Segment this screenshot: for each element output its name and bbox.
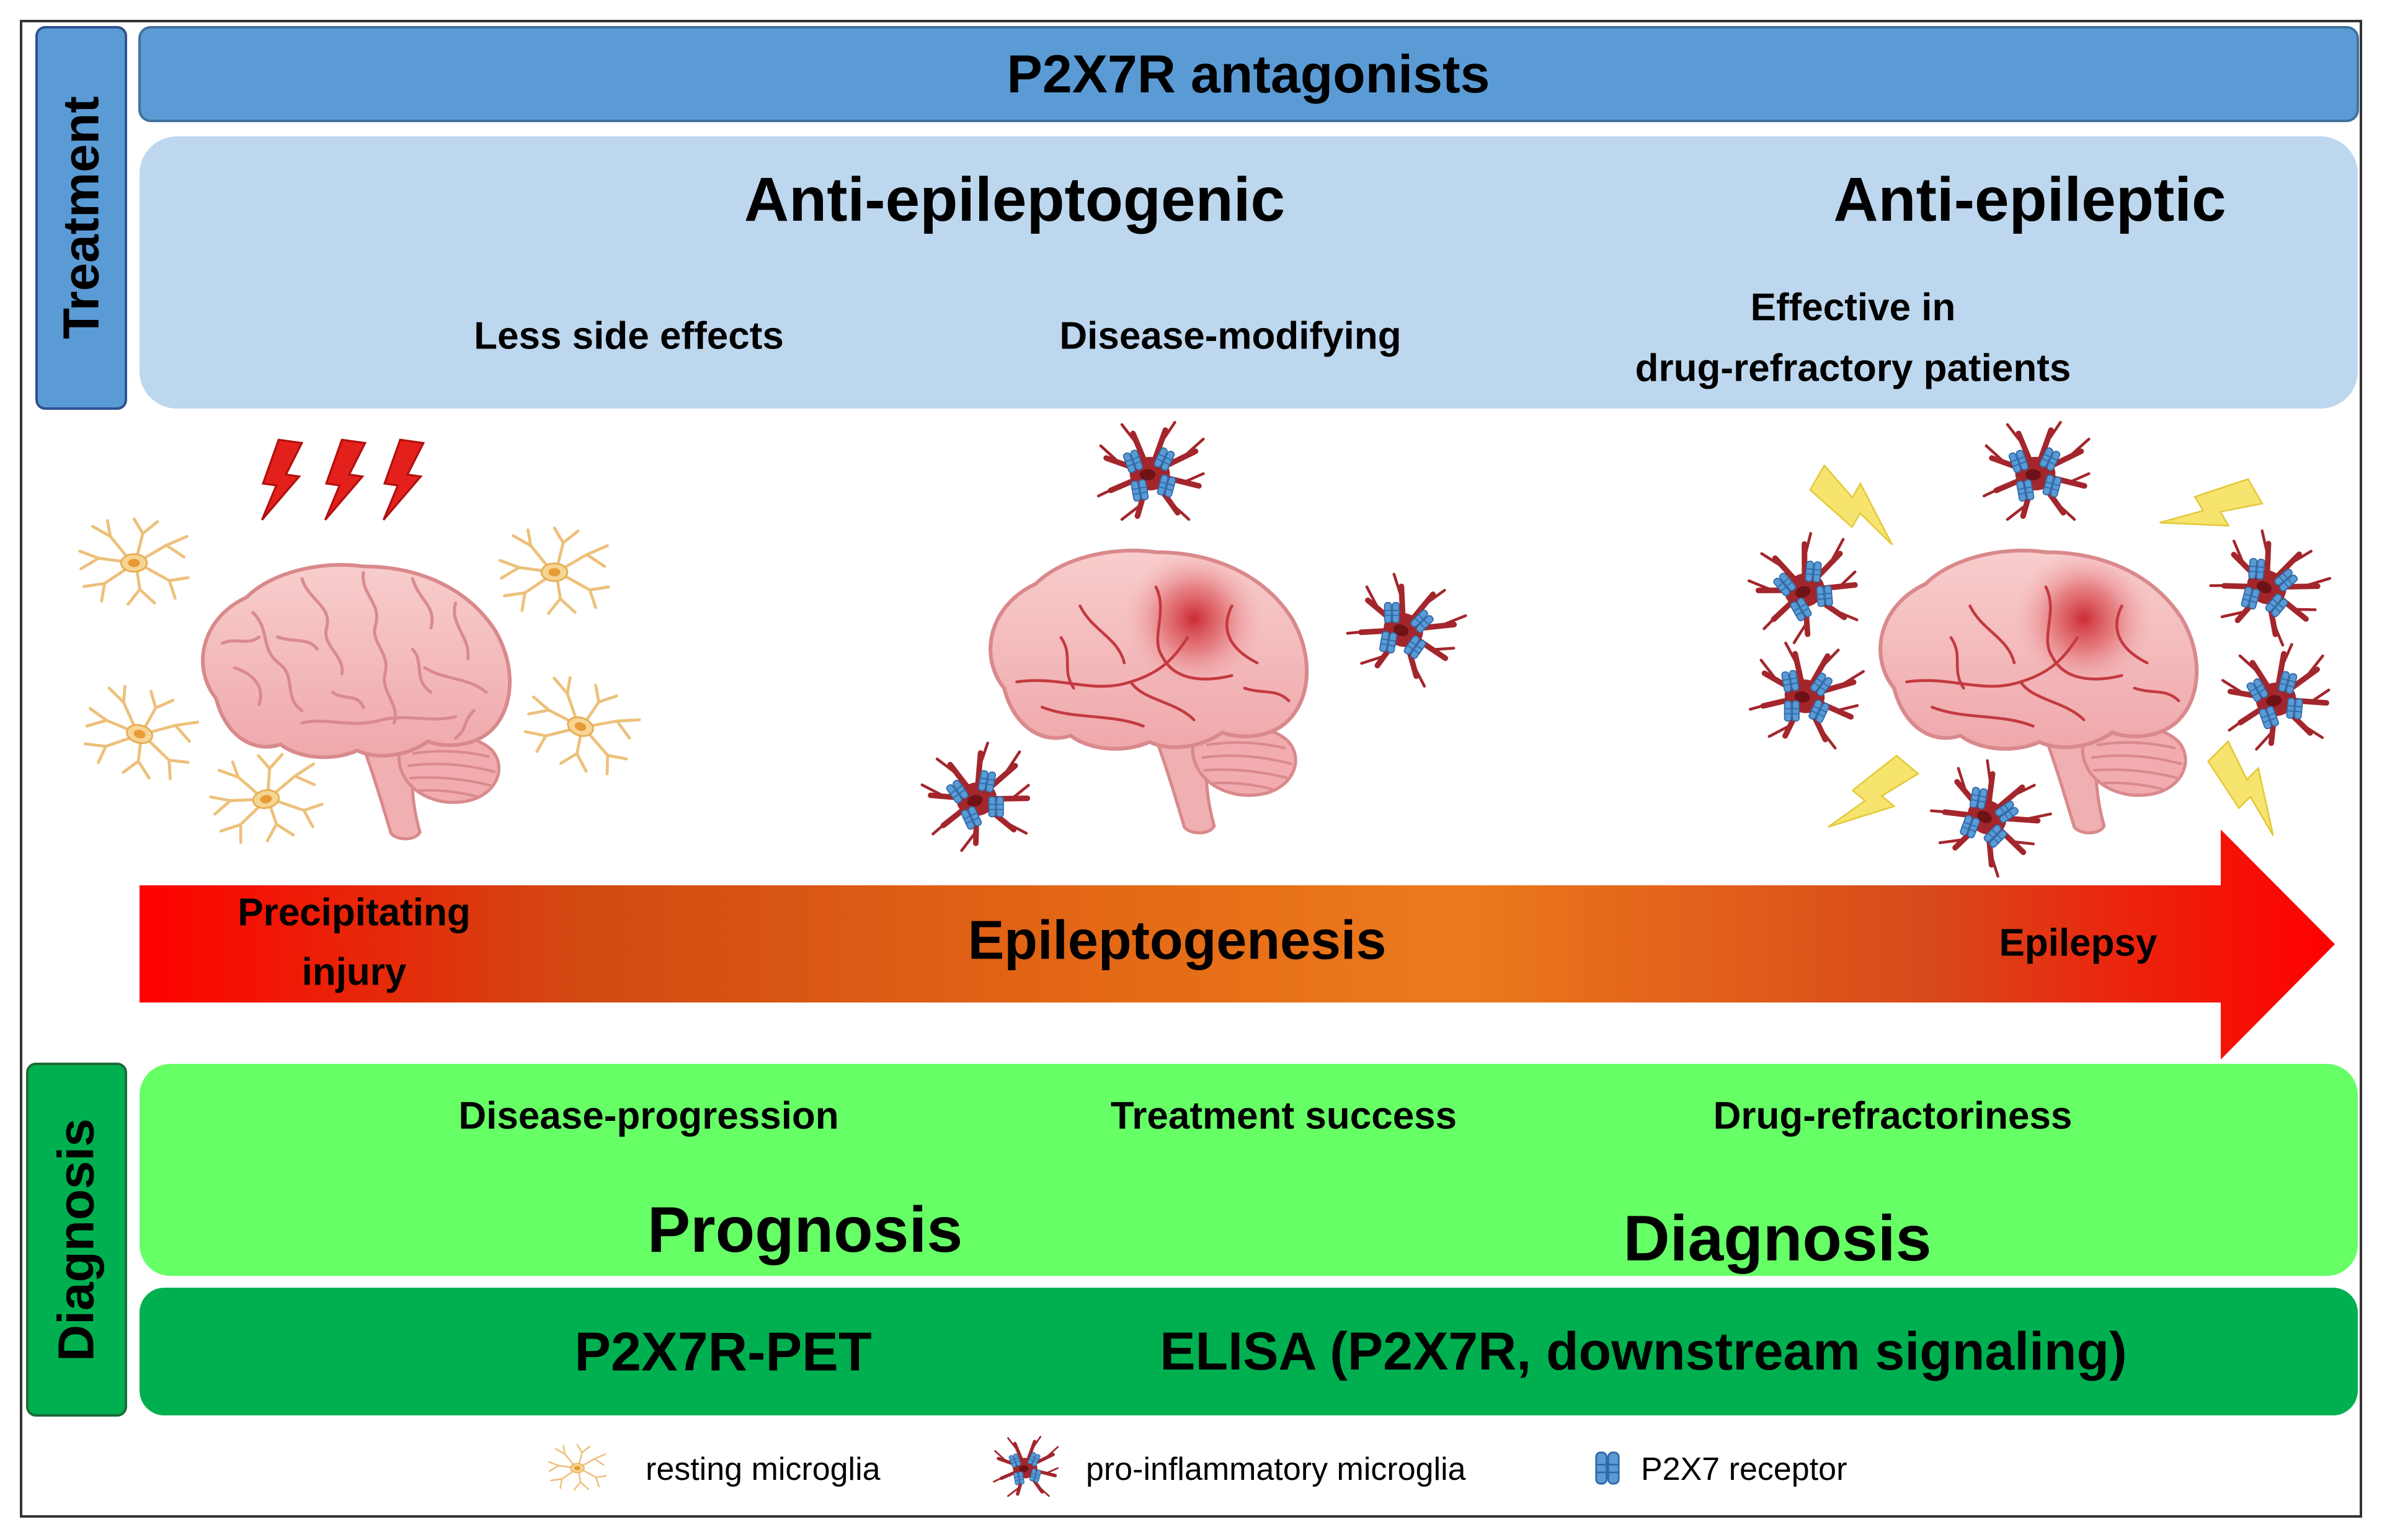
yellow-lightning-icon bbox=[1823, 747, 1921, 852]
p2x7r-pet-label: P2X7R-PET bbox=[574, 1321, 871, 1383]
pro-inflammatory-microglia-icon bbox=[1984, 422, 2089, 520]
p2x7-receptor-icon bbox=[1594, 1451, 1621, 1485]
effective-in-label: Effective in bbox=[1751, 286, 1956, 329]
diagnosis-side-label: Diagnosis bbox=[48, 1118, 105, 1361]
disease-progression-label: Disease-progression bbox=[458, 1095, 838, 1138]
timeline-arrow-shape bbox=[140, 830, 2335, 1060]
anti-epileptic-heading: Anti-epileptic bbox=[1833, 165, 2226, 234]
diagnosis-markers-panel bbox=[140, 1064, 2358, 1276]
resting-microglia-icon bbox=[205, 746, 327, 849]
resting-microglia-icon bbox=[76, 678, 203, 788]
pro-inflammatory-microglia-icon bbox=[2216, 639, 2337, 753]
inflamed-brain-icon bbox=[990, 549, 1307, 833]
yellow-lightning-icon bbox=[2156, 468, 2265, 556]
prognosis-heading: Prognosis bbox=[647, 1194, 963, 1266]
red-lightning-icon bbox=[320, 437, 368, 526]
drug-refractory-patients-label: drug-refractory patients bbox=[1635, 347, 2071, 390]
legend-label-pro-inflammatory-microglia: pro-inflammatory microglia bbox=[1086, 1451, 1466, 1487]
treatment-banner bbox=[138, 26, 2359, 122]
epilepsy-label: Epilepsy bbox=[1999, 922, 2158, 965]
treatment-banner-label: P2X7R antagonists bbox=[1007, 45, 1490, 104]
resting-microglia-icon bbox=[515, 666, 646, 784]
treatment-side-tab bbox=[35, 26, 127, 410]
disease-modifying-label: Disease-modifying bbox=[1059, 315, 1401, 358]
diagnosis-heading: Diagnosis bbox=[1624, 1203, 1932, 1275]
pro-inflammatory-microglia-icon bbox=[1739, 524, 1871, 651]
pro-inflammatory-microglia-icon bbox=[1340, 564, 1472, 691]
legend: resting microglia pro-inflammatory micro… bbox=[548, 1436, 1847, 1496]
treatment-success-label: Treatment success bbox=[1111, 1095, 1457, 1138]
epileptogenesis-label: Epileptogenesis bbox=[968, 909, 1387, 971]
pro-inflammatory-microglia-icon bbox=[2201, 519, 2337, 651]
pro-inflammatory-microglia-icon bbox=[993, 1436, 1057, 1496]
diagnosis-side-tab bbox=[26, 1063, 127, 1417]
legend-label-resting-microglia: resting microglia bbox=[646, 1451, 881, 1487]
yellow-lightning-icon bbox=[1803, 462, 1912, 550]
diagnosis-section: Diagnosis Disease-progression Treatment … bbox=[26, 1063, 2358, 1417]
figure-border bbox=[20, 20, 2362, 1518]
anti-epileptogenic-heading: Anti-epileptogenic bbox=[744, 165, 1285, 234]
resting-microglia-icon bbox=[80, 519, 189, 604]
pro-inflammatory-microglia-icon bbox=[1098, 422, 1203, 520]
red-lightning-icon bbox=[257, 437, 305, 526]
legend-label-p2x7-receptor: P2X7 receptor bbox=[1641, 1451, 1847, 1487]
resting-microglia-icon bbox=[500, 528, 609, 614]
drug-refractoriness-label: Drug-refractoriness bbox=[1713, 1095, 2073, 1138]
treatment-side-label: Treatment bbox=[53, 96, 110, 339]
less-side-effects-label: Less side effects bbox=[474, 315, 784, 358]
pro-inflammatory-microglia-icon bbox=[1919, 747, 2059, 883]
inflamed-brain-icon bbox=[1880, 549, 2197, 833]
diagnostic-methods-panel bbox=[140, 1288, 2358, 1415]
treatment-section: Treatment P2X7R antagonists Anti-epilept… bbox=[35, 26, 2359, 410]
yellow-lightning-icon bbox=[2199, 738, 2301, 840]
illustration-row bbox=[76, 422, 2337, 883]
pro-inflammatory-microglia-icon bbox=[1746, 637, 1867, 751]
pro-inflammatory-microglia-icon bbox=[914, 736, 1041, 857]
elisa-label: ELISA (P2X7R, downstream signaling) bbox=[1160, 1322, 2126, 1381]
red-lightning-icon bbox=[378, 437, 427, 526]
injury-label: injury bbox=[302, 951, 407, 994]
healthy-brain-icon bbox=[203, 565, 510, 839]
resting-microglia-icon bbox=[548, 1444, 607, 1491]
precipitating-label: Precipitating bbox=[238, 892, 471, 934]
timeline-arrow: Precipitating injury Epileptogenesis Epi… bbox=[140, 830, 2335, 1060]
treatment-effects-panel bbox=[140, 136, 2358, 409]
